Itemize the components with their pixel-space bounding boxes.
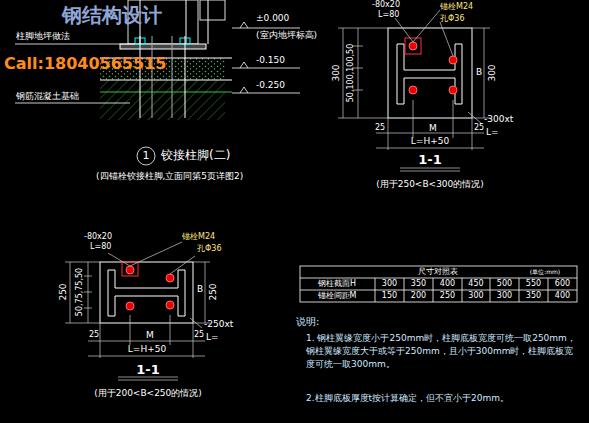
detail-title: 铰接柱脚(二) [161,149,230,163]
plate-label: L=80 [90,242,111,251]
dimension-text: 25 [474,123,484,132]
dimension-text: 250 [208,283,218,300]
dimension-text: 25 [89,330,99,339]
plate-label: -80x20 [84,232,112,241]
section-mark: 1-1 [418,153,442,168]
table-cell: 450 [468,279,483,288]
table-cell: 550 [526,279,541,288]
plate-label: -80x20 [372,0,400,9]
table-cell: 300 [468,291,483,300]
table-cell: 400 [440,279,455,288]
plate-label: -300xt [484,114,513,124]
table-cell: 300 [497,291,512,300]
dimension-text: L=H+50 [128,344,166,354]
dimension-text: B [476,67,482,77]
plate-label: -250xt [204,319,233,329]
note-text: 1. 钢柱翼缘宽度小于250mm时，柱脚底板宽度可统一取250mm，钢柱翼缘宽度… [306,332,578,371]
bolt-label: 孔Φ36 [197,244,221,253]
table-cell: 500 [497,279,512,288]
bolt-label: 锚栓M24 [182,232,215,241]
notes-heading: 说明: [296,316,319,328]
elevation-text: (室内地坪标高) [256,30,317,40]
dimension-text: M [429,123,437,133]
table-cell: 400 [555,291,570,300]
dimension-text: L=H+50 [411,136,449,146]
table-cell: 200 [411,291,426,300]
dimension-text: 50,100,100,50 [346,44,355,103]
table-cell: 钢柱截面H [318,279,356,288]
table-cell: 150 [382,291,397,300]
watermark: 钢结构设计 [62,4,162,27]
dimension-text: 25 [194,330,204,339]
note-text: 2.柱脚底板厚度t按计算确定，但不宜小于20mm。 [306,392,578,405]
elevation-text: ±0.000 [256,13,289,23]
section-note: (用于250<B<300的情况) [376,179,484,189]
material-label: 钢筋混凝土基础 [16,91,79,101]
dimension-text: M [146,330,154,340]
table-cell: 350 [526,291,541,300]
elevation-text: -0.150 [256,55,285,65]
dimension-text: 50,75,75,50 [75,268,84,316]
plate-label: L= [486,127,499,137]
table-cell: 350 [411,279,426,288]
watermark: Call:18040565515 [4,55,166,73]
plate-label: L=80 [378,10,399,19]
dimension-text: 25 [375,123,385,132]
material-label: 柱脚地坪做法 [16,31,70,41]
table-cell: 300 [382,279,397,288]
table-title: 尺寸对照表 [418,267,458,276]
bolt-label: 孔Φ36 [440,14,464,23]
table-unit: (单位:mm) [530,269,560,276]
elevation-text: -0.250 [256,80,285,90]
table-cell: 锚栓间距M [318,291,357,300]
detail-note: (四锚栓铰接柱脚,立面同第5页详图2) [96,171,243,181]
section-mark: 1-1 [136,363,160,378]
section-note: (用于200<B<250的情况) [94,388,202,398]
plate-label: L= [206,332,219,342]
table-cell: 250 [440,291,455,300]
dimension-text: B [197,284,203,294]
dimension-text: 300 [487,64,497,81]
bolt-label: 锚栓M24 [440,2,473,11]
dimension-text: 250 [58,283,68,300]
dimension-text: 300 [331,64,341,81]
table-cell: 600 [555,279,570,288]
detail-number: 1 [143,150,150,163]
